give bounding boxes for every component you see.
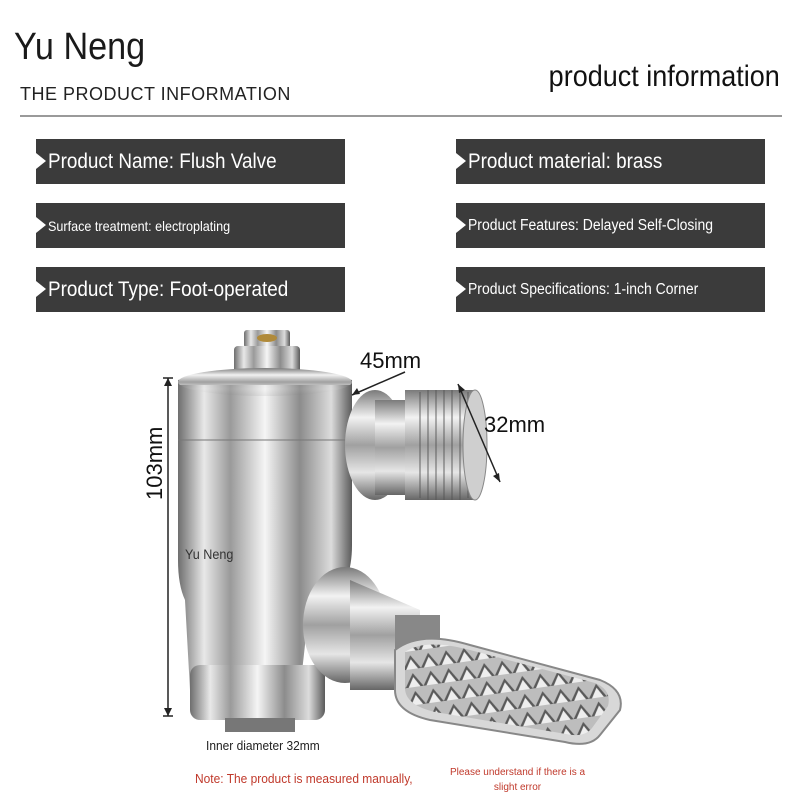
measurement-note: Note: The product is measured manually, <box>195 771 413 786</box>
dimension-outlet: 32mm <box>484 412 546 437</box>
info-text: Product Type: Foot-operated <box>48 277 289 301</box>
info-box-surface: Surface treatment: electroplating <box>36 203 345 248</box>
info-text: Product material: brass <box>468 149 663 173</box>
header-subtitle: THE PRODUCT INFORMATION <box>20 84 291 104</box>
info-box-features: Product Features: Delayed Self-Closing <box>456 203 765 248</box>
brand-title: Yu Neng <box>14 26 146 68</box>
info-text: Product Name: Flush Valve <box>48 149 277 173</box>
info-text: Product Features: Delayed Self-Closing <box>468 216 714 234</box>
dimension-top: 45mm <box>360 348 422 373</box>
info-text: Product Specifications: 1-inch Corner <box>468 280 699 298</box>
info-box-product-name: Product Name: Flush Valve <box>36 139 345 184</box>
product-brand-mark: Yu Neng <box>185 546 234 562</box>
info-text: Surface treatment: electroplating <box>48 217 231 234</box>
info-box-material: Product material: brass <box>456 139 765 184</box>
inner-diameter-label: Inner diameter 32mm <box>206 738 320 753</box>
dimension-height: 103mm <box>142 426 167 500</box>
info-box-type: Product Type: Foot-operated <box>36 267 345 312</box>
header-divider <box>20 115 782 117</box>
flush-valve-image <box>163 330 622 745</box>
info-box-specs: Product Specifications: 1-inch Corner <box>456 267 765 312</box>
error-note: Please understand if there is a slight e… <box>449 767 586 793</box>
header-right-title: product information <box>548 60 780 93</box>
